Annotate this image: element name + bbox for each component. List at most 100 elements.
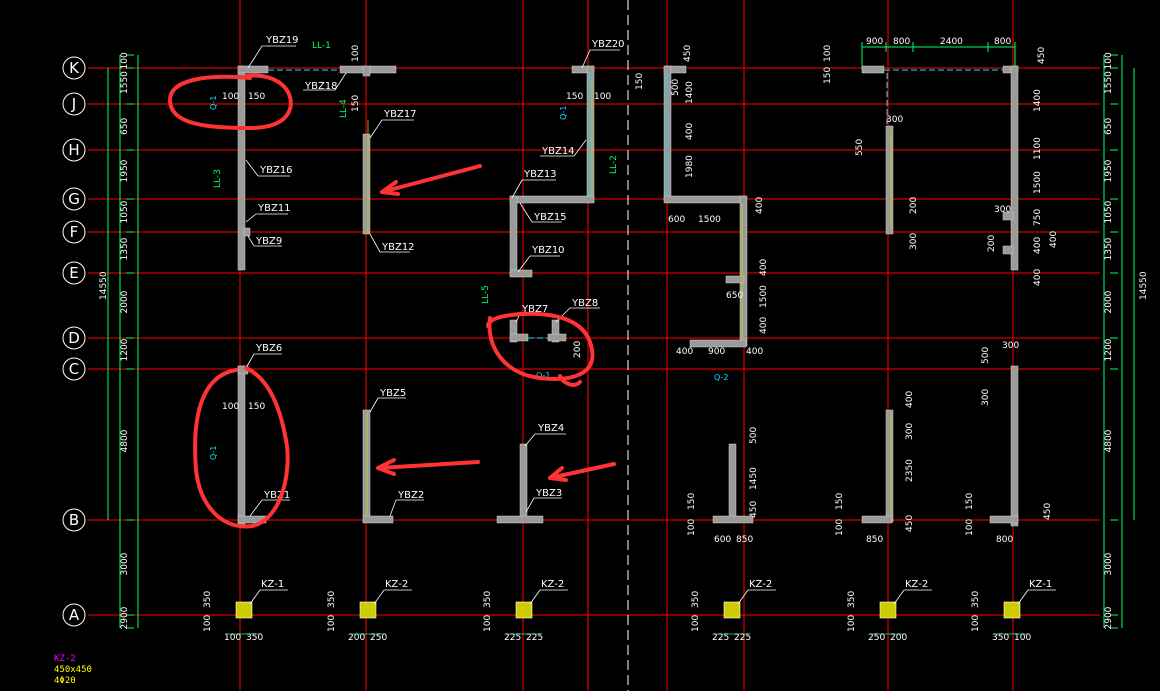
label-ybz14: YBZ14 [541,146,575,157]
top-dim-4: 800 [994,37,1011,47]
left-row-dims: 1001550650195010501350200012004800300029… [120,52,134,630]
column-leader-6 [1017,589,1029,605]
column-dim-v1-1: 350 [203,591,213,608]
markup-circle-3 [193,366,290,529]
svg-text:100: 100 [823,45,833,62]
svg-text:900: 900 [708,347,725,357]
svg-text:1500: 1500 [698,215,721,225]
axis-label-d: D [68,329,80,347]
svg-text:400: 400 [759,259,769,276]
axis-bubble-e[interactable] [62,261,86,285]
axis-label-k: K [69,59,80,77]
left-row-dim-5: 1350 [120,237,130,260]
svg-text:300: 300 [981,389,991,406]
legend-name: KZ-2 [54,654,76,664]
column-dim-v2-1: 100 [203,615,213,632]
label-ybz12: YBZ12 [381,242,415,253]
column-leader-1 [249,589,261,605]
column-dim-left-4: 225 [712,633,729,643]
svg-text:400: 400 [676,347,693,357]
axis-label-e: E [69,264,78,282]
column-dim-v2-2: 100 [327,615,337,632]
left-row-dim-0: 100 [120,52,130,69]
label-ybz7: YBZ7 [521,304,548,315]
svg-text:300: 300 [994,205,1011,215]
column-2 [359,601,377,619]
label-ybz19: YBZ19 [265,35,299,46]
markup-arrow-1 [380,164,482,196]
column-dim-right-2: 250 [370,633,387,643]
svg-text:750: 750 [1033,209,1043,226]
label-ybz13: YBZ13 [523,169,557,180]
axis-label-g: G [68,190,80,208]
axis-bubble-b[interactable] [62,508,86,532]
label-ybz6: YBZ6 [255,343,282,354]
right-row-dim-6: 2000 [1104,290,1114,313]
svg-text:150: 150 [823,67,833,84]
axis-bubble-g[interactable] [62,187,86,211]
axis-bubble-d[interactable] [62,326,86,350]
label-ybz11: YBZ11 [257,203,291,214]
column-dim-right-3: 225 [526,633,543,643]
svg-text:400: 400 [1033,237,1043,254]
label-ll3: LL-3 [213,169,223,188]
svg-text:450: 450 [749,501,759,518]
label-q1-bottom: Q-1 [209,446,218,461]
svg-text:500: 500 [981,347,991,364]
axis-bubble-a[interactable] [62,603,86,627]
markup-circle-2 [486,311,595,387]
svg-text:400: 400 [755,197,765,214]
right-row-dim-2: 650 [1104,118,1114,135]
column-dim-v2-3: 100 [483,615,493,632]
axis-bubble-c[interactable] [62,357,86,381]
label-ybz16: YBZ16 [259,165,293,176]
right-row-dim-3: 1950 [1104,159,1114,182]
svg-text:450: 450 [683,45,693,62]
svg-text:100: 100 [351,45,361,62]
svg-text:100: 100 [835,519,845,536]
label-ll2: LL-2 [609,155,619,174]
left-row-dim-6: 2000 [120,290,130,313]
axis-bubble-j[interactable] [62,92,86,116]
axis-bubble-f[interactable] [62,220,86,244]
right-row-dim-10: 2900 [1104,606,1114,629]
label-ybz1: YBZ1 [263,490,290,501]
svg-text:200: 200 [987,235,997,252]
svg-text:1100: 1100 [1033,137,1043,160]
column-dim-left-2: 200 [348,633,365,643]
label-ybz9: YBZ9 [255,236,282,247]
svg-text:200: 200 [909,197,919,214]
svg-text:800: 800 [996,535,1013,545]
label-ybz15: YBZ15 [533,212,567,223]
axis-label-c: C [69,360,79,378]
svg-text:1500: 1500 [759,285,769,308]
label-ybz20: YBZ20 [591,39,625,50]
column-dim-v2-5: 100 [847,615,857,632]
label-ybz2: YBZ2 [397,490,424,501]
axis-bubble-h[interactable] [62,138,86,162]
label-ybz5: YBZ5 [379,388,406,399]
label-ybz4: YBZ4 [537,423,564,434]
svg-text:1400: 1400 [685,81,695,104]
wall-label-leaders [245,45,620,517]
column-label-2: KZ-2 [385,579,408,590]
right-row-dim-9: 3000 [1104,552,1114,575]
svg-text:600: 600 [668,215,685,225]
axis-bubble-k[interactable] [62,56,86,80]
svg-text:150: 150 [248,402,265,412]
top-dimension-chain [861,42,1016,70]
left-dimension-chain [107,55,139,628]
wall-inner-lines [366,80,892,516]
column-dim-v2-4: 100 [691,615,701,632]
column-dim-right-4: 225 [734,633,751,643]
right-row-dim-4: 1050 [1104,200,1114,223]
svg-text:450: 450 [1043,503,1053,520]
column-dim-v1-3: 350 [483,591,493,608]
column-1 [235,601,253,619]
svg-text:400: 400 [685,123,695,140]
svg-text:850: 850 [866,535,883,545]
svg-text:2350: 2350 [905,459,915,482]
label-ybz8: YBZ8 [571,298,598,309]
